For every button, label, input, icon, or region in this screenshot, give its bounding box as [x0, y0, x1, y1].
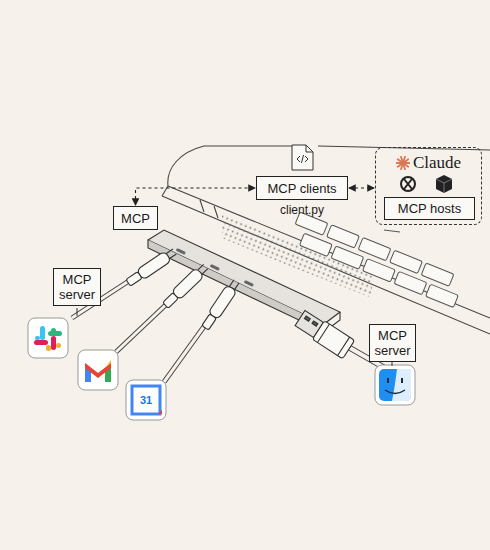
mcp-box: MCP: [113, 206, 158, 230]
claude-logo: Claude: [376, 154, 481, 172]
leader-lines: [77, 308, 392, 366]
label-text: MCP server: [374, 328, 410, 358]
label-text: MCP hosts: [398, 201, 461, 216]
label-text: MCP: [121, 211, 150, 226]
cube-logo: [436, 175, 452, 193]
dashed-connector: [136, 188, 256, 205]
label-text: Claude: [413, 154, 461, 172]
client-box: MCP clientsclient.py: [256, 176, 348, 200]
label-text: MCP clients: [267, 181, 336, 196]
hosts-group: ClaudeMCP hosts: [375, 147, 482, 225]
dashed-connector: [349, 187, 374, 188]
hosts-box: MCP hosts: [384, 197, 475, 220]
finder-icon: [375, 365, 415, 405]
label-text: client.py: [237, 203, 367, 218]
server-box: MCP server: [53, 268, 101, 306]
openai-logo: [401, 177, 415, 191]
gmail-icon: [78, 350, 118, 390]
calendar-date: 31: [133, 394, 159, 406]
server-box: MCP server: [369, 324, 416, 362]
slack-icon: [28, 318, 68, 358]
label-text: MCP server: [59, 272, 95, 302]
usb-c-plugs: [125, 247, 242, 332]
document-icon: [292, 145, 313, 170]
calendar-icon: [126, 380, 166, 420]
claude-star: [396, 156, 410, 170]
